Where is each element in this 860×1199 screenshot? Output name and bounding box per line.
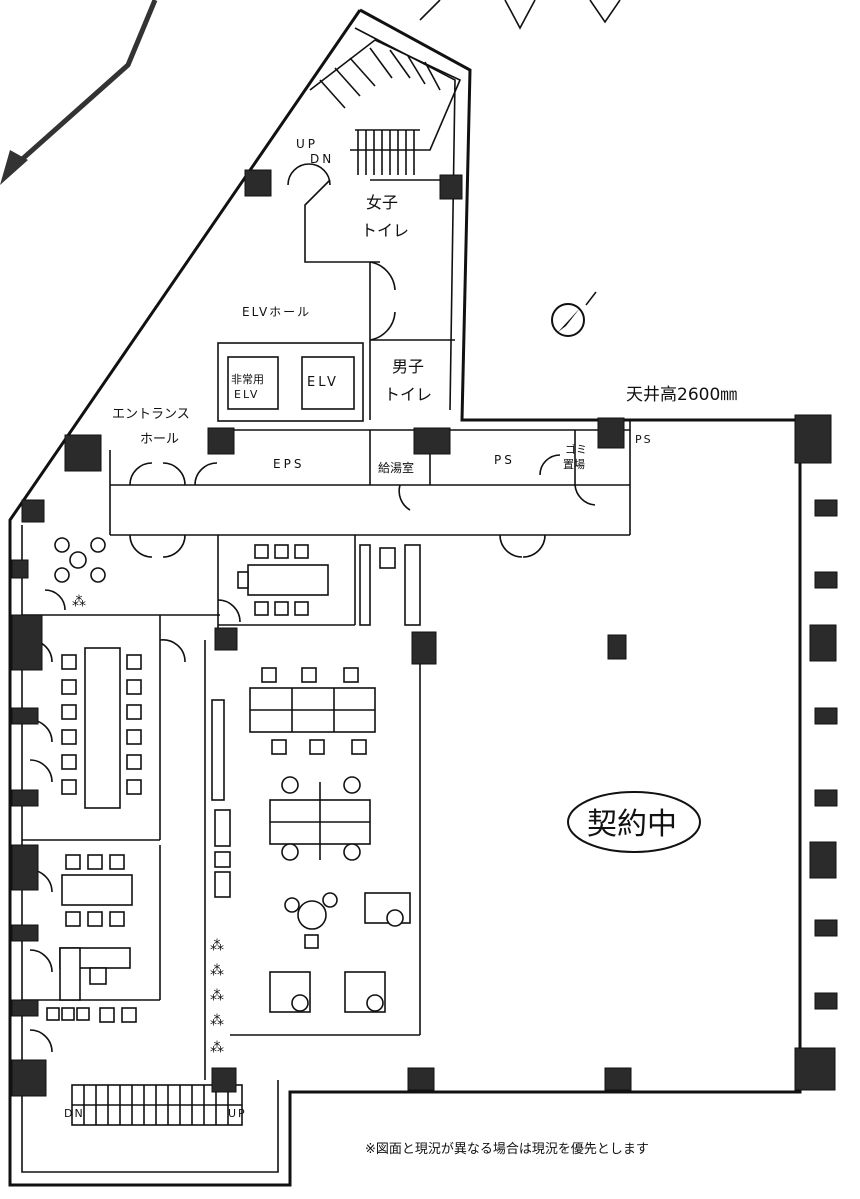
svg-text:⁂: ⁂ bbox=[210, 1013, 224, 1029]
label-ps-right: PS bbox=[635, 433, 653, 446]
label-elv: ELV bbox=[307, 375, 339, 390]
contracted-ellipse bbox=[567, 791, 701, 853]
corridor bbox=[109, 420, 631, 558]
labels: UP DN 女子 トイレ ELVホール 非常用 ELV ELV 男子 トイレ 天… bbox=[64, 137, 737, 1157]
direction-arrow-icon bbox=[0, 0, 158, 185]
label-ps-center: PS bbox=[494, 453, 515, 467]
compass-icon bbox=[551, 291, 597, 337]
label-kyutoshitsu: 給湯室 bbox=[378, 460, 414, 475]
label-garbage-2: 置場 bbox=[563, 458, 585, 471]
label-contracted: 契約中 bbox=[587, 807, 677, 842]
svg-text:⁂: ⁂ bbox=[210, 988, 224, 1004]
svg-text:⁂: ⁂ bbox=[210, 1040, 224, 1056]
svg-text:⁂: ⁂ bbox=[210, 938, 224, 954]
top-chevrons bbox=[419, 0, 621, 30]
label-eps: EPS bbox=[273, 457, 304, 471]
label-emergency-elv-2: ELV bbox=[234, 388, 259, 401]
office-walls bbox=[22, 535, 421, 1080]
label-up-top: UP bbox=[296, 137, 318, 151]
label-dn-top: DN bbox=[310, 152, 334, 166]
label-dn-bottom: DN bbox=[64, 1107, 85, 1120]
top-stair bbox=[309, 39, 462, 175]
label-mens-toilet-2: トイレ bbox=[384, 385, 432, 404]
svg-text:⁂: ⁂ bbox=[210, 963, 224, 979]
label-womens-toilet-2: トイレ bbox=[361, 221, 409, 240]
label-ceiling-height: 天井高2600㎜ bbox=[626, 385, 737, 405]
label-entrance-hall-2: ホール bbox=[140, 432, 179, 447]
label-up-bottom: UP bbox=[228, 1107, 247, 1120]
svg-text:⁂: ⁂ bbox=[72, 594, 86, 610]
columns bbox=[11, 169, 838, 1097]
furniture bbox=[46, 537, 421, 1023]
label-emergency-elv-1: 非常用 bbox=[231, 373, 264, 386]
label-entrance-hall-1: エントランス bbox=[112, 407, 190, 422]
label-footnote: ※図面と現況が異なる場合は現況を優先とします bbox=[365, 1142, 649, 1157]
plant-icon: ⁂ ⁂ ⁂ ⁂ ⁂ ⁂ bbox=[72, 594, 224, 1056]
label-mens-toilet-1: 男子 bbox=[392, 357, 424, 376]
label-elv-hall: ELVホール bbox=[242, 305, 311, 319]
label-garbage-1: ゴミ bbox=[565, 442, 587, 456]
label-womens-toilet-1: 女子 bbox=[366, 193, 398, 212]
